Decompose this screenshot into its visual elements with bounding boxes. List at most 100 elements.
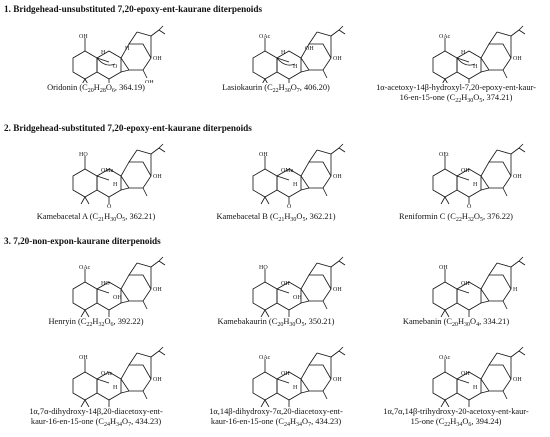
compound-caption: 1α,14β-dihydroxy-7α,20-diacetoxy-ent- ka…: [209, 407, 343, 428]
compound-caption: Kamebanin (C20H30O4, 334.21): [402, 317, 510, 328]
atom-label: OMe: [281, 168, 294, 174]
bond: [518, 25, 524, 31]
atom-label: HO: [259, 265, 268, 271]
bond: [84, 78, 88, 83]
atom-label: H: [101, 50, 106, 56]
atom-label: H: [513, 287, 518, 293]
bond: [510, 29, 520, 37]
bond: [440, 196, 446, 205]
bond: [158, 147, 166, 153]
atom-label: OH: [293, 295, 302, 301]
bond: [96, 288, 110, 294]
bond: [96, 175, 110, 181]
bond: [300, 300, 310, 304]
bond: [300, 390, 310, 394]
atom-label: OH: [153, 377, 162, 383]
bond: [330, 29, 340, 37]
structure-drawing: OHHOHOHOHOH: [72, 25, 166, 83]
bond: [262, 78, 266, 83]
atom-label: OH: [513, 56, 522, 62]
bond: [158, 260, 166, 266]
compound-card: OHHOHOHOHOHOridonin (C20H28O6, 364.19): [5, 18, 187, 96]
bond: [84, 309, 90, 317]
atom-label: OH: [79, 34, 88, 40]
bond: [276, 378, 290, 384]
atom-label: OAc: [259, 34, 271, 40]
bond: [264, 309, 270, 317]
bond: [260, 196, 266, 205]
bond: [128, 352, 138, 366]
bond: [308, 262, 318, 276]
ring-0: [432, 168, 458, 198]
bond: [488, 352, 498, 366]
compound-card: OAcOHOHOHH1α,7α,14β-trihydroxy-20-acetox…: [365, 339, 547, 430]
bond: [308, 31, 318, 45]
atom-label: OH: [439, 265, 448, 271]
atom-label: H: [113, 182, 118, 188]
bond: [510, 260, 520, 268]
bond: [496, 352, 512, 358]
bond: [496, 149, 512, 155]
atom-label: OH: [153, 56, 162, 62]
bond: [456, 175, 470, 181]
bond: [330, 147, 340, 155]
atom-label: H: [293, 385, 298, 391]
atom-label: H: [281, 50, 286, 56]
bond: [442, 78, 446, 83]
atom-label: OH: [461, 371, 470, 377]
ring-2: [480, 364, 512, 392]
atom-label: OAc: [439, 355, 451, 361]
bond: [502, 300, 508, 310]
bond: [330, 260, 340, 268]
atom-label: OH: [153, 174, 162, 180]
bond: [518, 350, 526, 356]
compound-caption: Kamebacetal A (C21H30O5, 362.21): [36, 212, 156, 223]
bond: [120, 390, 130, 394]
atom-label: OH: [79, 355, 88, 361]
bond: [300, 187, 310, 191]
atom-label: O: [113, 64, 118, 70]
bond: [338, 346, 344, 352]
bond: [150, 350, 160, 358]
bond: [338, 256, 344, 262]
bond: [316, 352, 332, 358]
bond: [518, 29, 526, 35]
atom-label: OH: [281, 281, 290, 287]
bond: [142, 390, 148, 400]
structure-drawing: OAcOHOHOHH: [432, 346, 526, 407]
compound-card: OAcHOHOHOHLasiokaurin (C22H30O7, 406.20): [185, 18, 367, 96]
bond: [136, 262, 152, 268]
bond: [510, 147, 520, 155]
bond: [120, 69, 130, 73]
ring-0: [72, 371, 98, 401]
compound-caption: 1α,7α-dihydroxy-14β,20-diacetoxy-ent- ka…: [29, 407, 163, 428]
ring-0: [252, 371, 278, 401]
bond: [260, 309, 266, 317]
atom-label: OH: [513, 377, 522, 383]
bond: [142, 187, 148, 197]
bond: [322, 390, 328, 400]
bond: [518, 147, 526, 153]
bond: [488, 149, 498, 163]
ring-0: [252, 281, 278, 311]
bond: [120, 187, 130, 191]
atom-label: OH: [333, 174, 342, 180]
atom-label: H: [473, 182, 478, 188]
bond: [502, 187, 508, 197]
atom-label: OAc: [79, 265, 91, 271]
bond: [496, 31, 512, 37]
structure-drawing: OAcHOOHHOH: [72, 256, 166, 317]
bond: [142, 300, 148, 310]
bond: [480, 390, 490, 394]
bond: [264, 78, 268, 83]
bond: [136, 149, 152, 155]
bond: [456, 378, 470, 384]
bond: [80, 399, 86, 407]
ring-0: [72, 168, 98, 198]
bond: [128, 149, 138, 163]
atom-label: OH: [281, 371, 290, 377]
atom-label: OH: [153, 287, 162, 293]
epoxy-bridge: [456, 57, 476, 66]
